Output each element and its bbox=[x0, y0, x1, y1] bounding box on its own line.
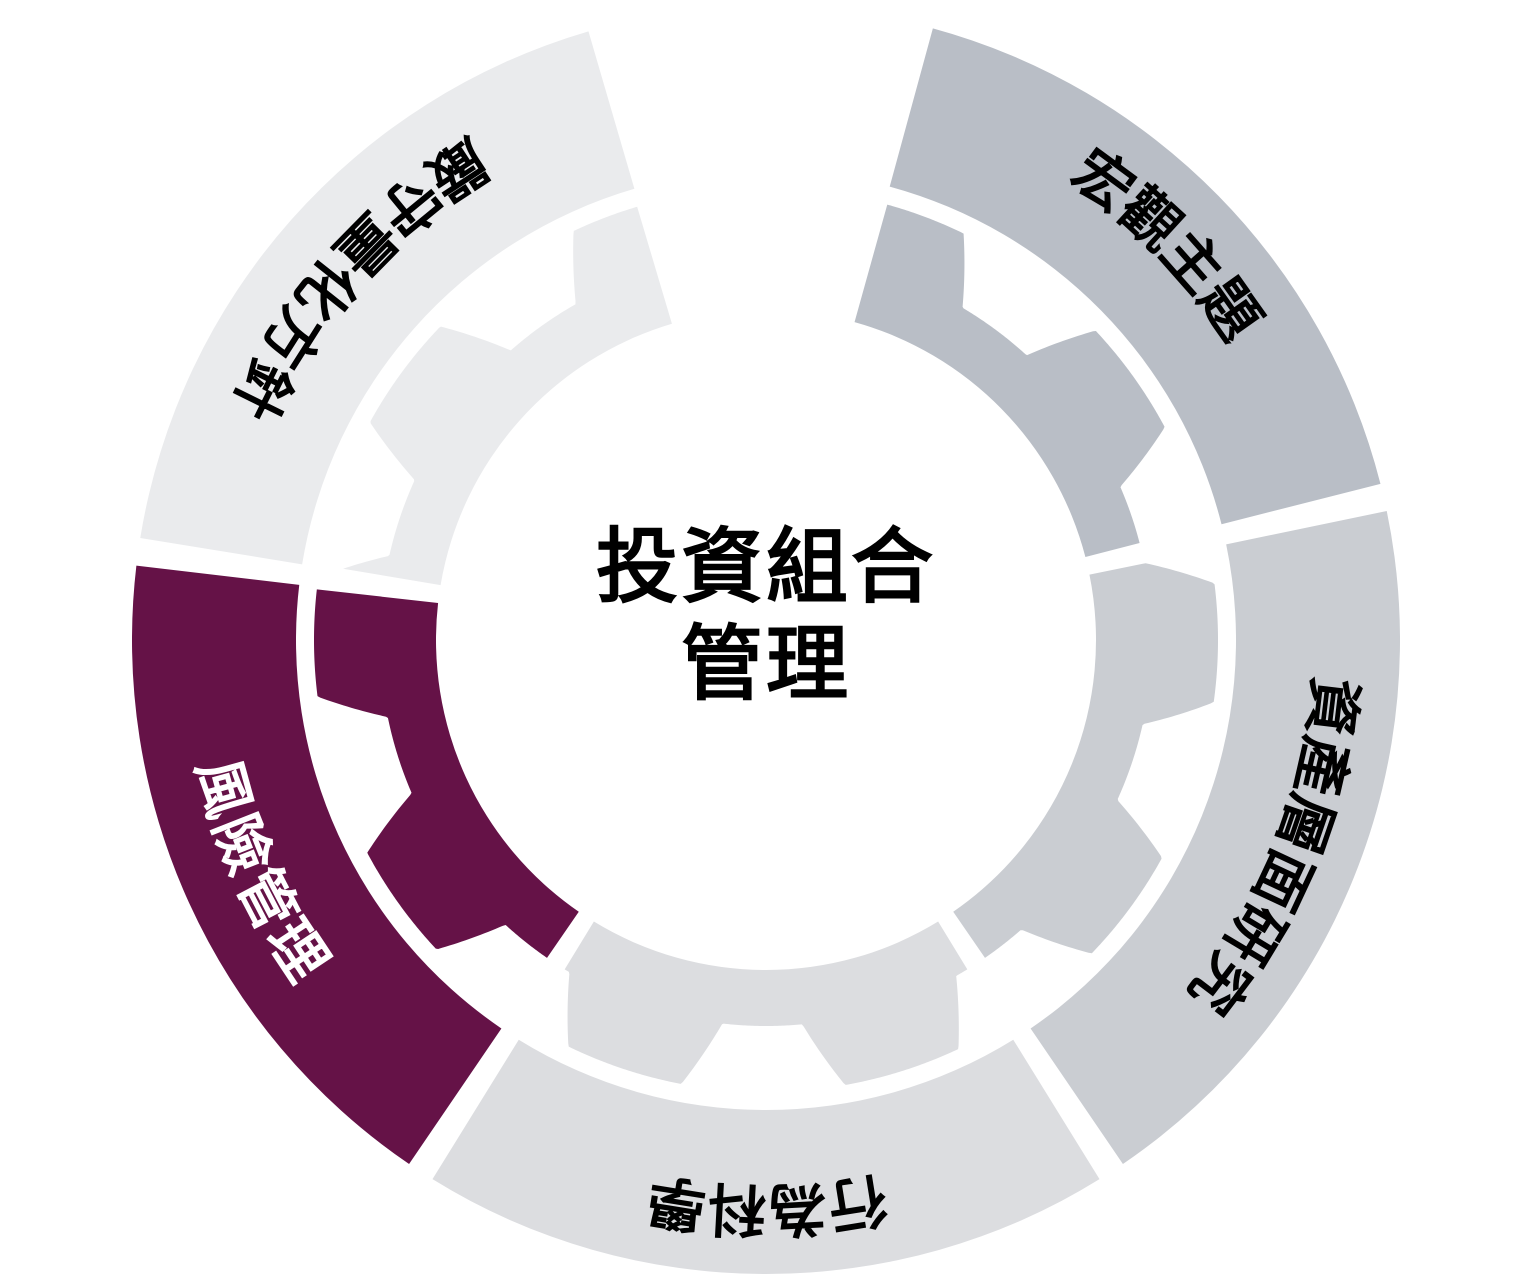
outer-segment-asset-level-research[interactable] bbox=[1030, 511, 1400, 1164]
outer-segment-quantitative-discipline[interactable] bbox=[140, 31, 635, 565]
inner-gear-segment-macro-theme[interactable] bbox=[854, 204, 1165, 558]
outer-segment-behavioral-science[interactable] bbox=[432, 1039, 1100, 1274]
outer-ring bbox=[131, 28, 1400, 1274]
inner-gear-segment-risk-management[interactable] bbox=[314, 589, 579, 958]
inner-gear-segment-behavioral-science[interactable] bbox=[564, 921, 968, 1085]
inner-gear-segment-quantitative-discipline[interactable] bbox=[343, 206, 672, 586]
inner-gear-segment-asset-level-research[interactable] bbox=[953, 563, 1218, 958]
outer-segment-macro-theme[interactable] bbox=[889, 28, 1381, 525]
outer-segment-risk-management[interactable] bbox=[131, 565, 502, 1164]
inner-gear-ring bbox=[314, 204, 1218, 1085]
